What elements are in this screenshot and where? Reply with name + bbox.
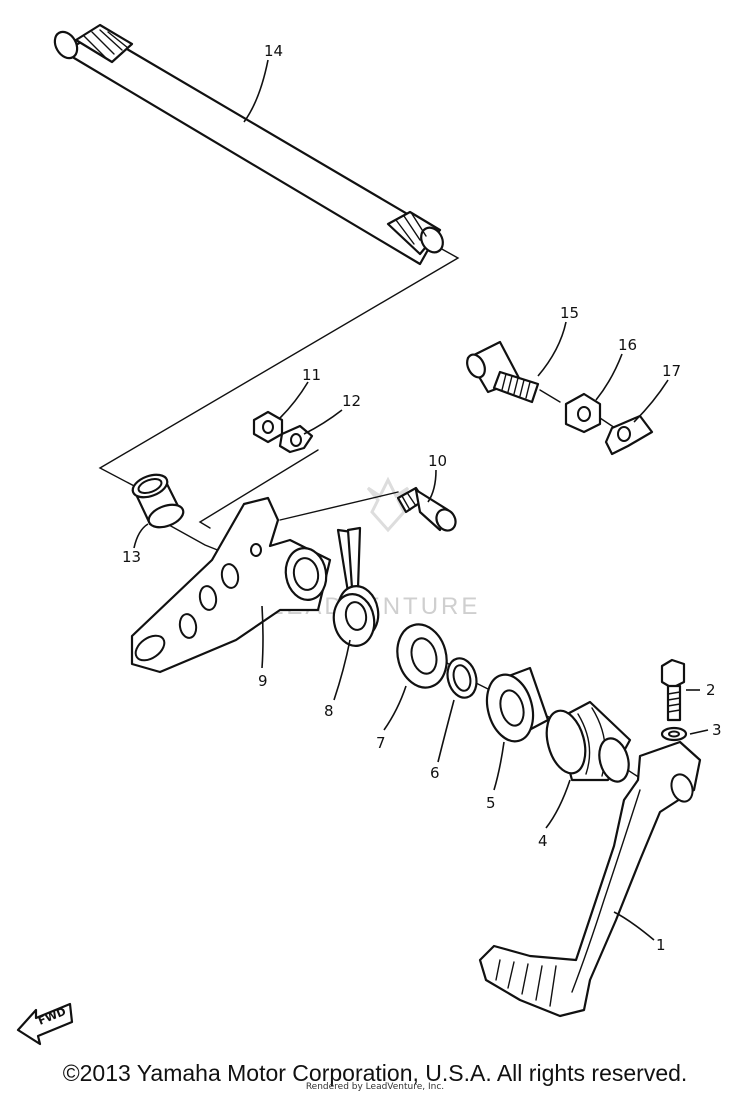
callout-2: 2 bbox=[706, 681, 716, 699]
callout-8: 8 bbox=[324, 702, 334, 720]
callout-9: 9 bbox=[258, 672, 268, 690]
fwd-arrow-icon: FWD bbox=[16, 1002, 74, 1046]
leader-lines bbox=[133, 59, 709, 941]
part-14-shift-shaft bbox=[53, 23, 444, 266]
assembly-lines bbox=[98, 247, 681, 779]
callout-14: 14 bbox=[264, 42, 283, 60]
part-1-shift-pedal bbox=[478, 740, 702, 1018]
callout-3: 3 bbox=[712, 721, 722, 739]
callout-5: 5 bbox=[486, 794, 496, 812]
callout-10: 10 bbox=[428, 452, 447, 470]
rendered-by-text: Rendered by LeadVenture, Inc. bbox=[305, 1082, 445, 1092]
part-12-lock-washer bbox=[278, 424, 314, 454]
callout-15: 15 bbox=[560, 304, 579, 322]
callout-13: 13 bbox=[122, 548, 141, 566]
callout-6: 6 bbox=[430, 764, 440, 782]
part-9-shift-arm bbox=[130, 496, 332, 674]
part-15-bolt bbox=[466, 340, 540, 404]
callout-labels: 14 15 16 17 11 12 10 13 9 8 7 6 5 4 2 3 … bbox=[122, 42, 722, 954]
part-13-collar bbox=[131, 473, 185, 529]
callout-7: 7 bbox=[376, 734, 386, 752]
callout-4: 4 bbox=[538, 832, 548, 850]
part-7-washer bbox=[396, 623, 448, 689]
callout-17: 17 bbox=[662, 362, 681, 380]
callout-12: 12 bbox=[342, 392, 361, 410]
part-3-washer bbox=[660, 726, 688, 742]
part-5-oil-seal bbox=[485, 666, 550, 743]
part-6-circlip bbox=[446, 657, 478, 699]
part-10-stud-bolt bbox=[396, 486, 457, 532]
callout-1: 1 bbox=[656, 936, 666, 954]
part-2-bolt bbox=[660, 658, 686, 722]
part-11-nut bbox=[252, 410, 284, 444]
part-4-rubber-boot bbox=[545, 700, 632, 783]
part-17-lock-washer bbox=[604, 414, 654, 456]
copyright-text: ©2013 Yamaha Motor Corporation, U.S.A. A… bbox=[62, 1060, 688, 1086]
callout-16: 16 bbox=[618, 336, 637, 354]
callout-11: 11 bbox=[302, 366, 321, 384]
part-8-spring bbox=[332, 526, 380, 647]
part-16-nut bbox=[564, 392, 602, 434]
